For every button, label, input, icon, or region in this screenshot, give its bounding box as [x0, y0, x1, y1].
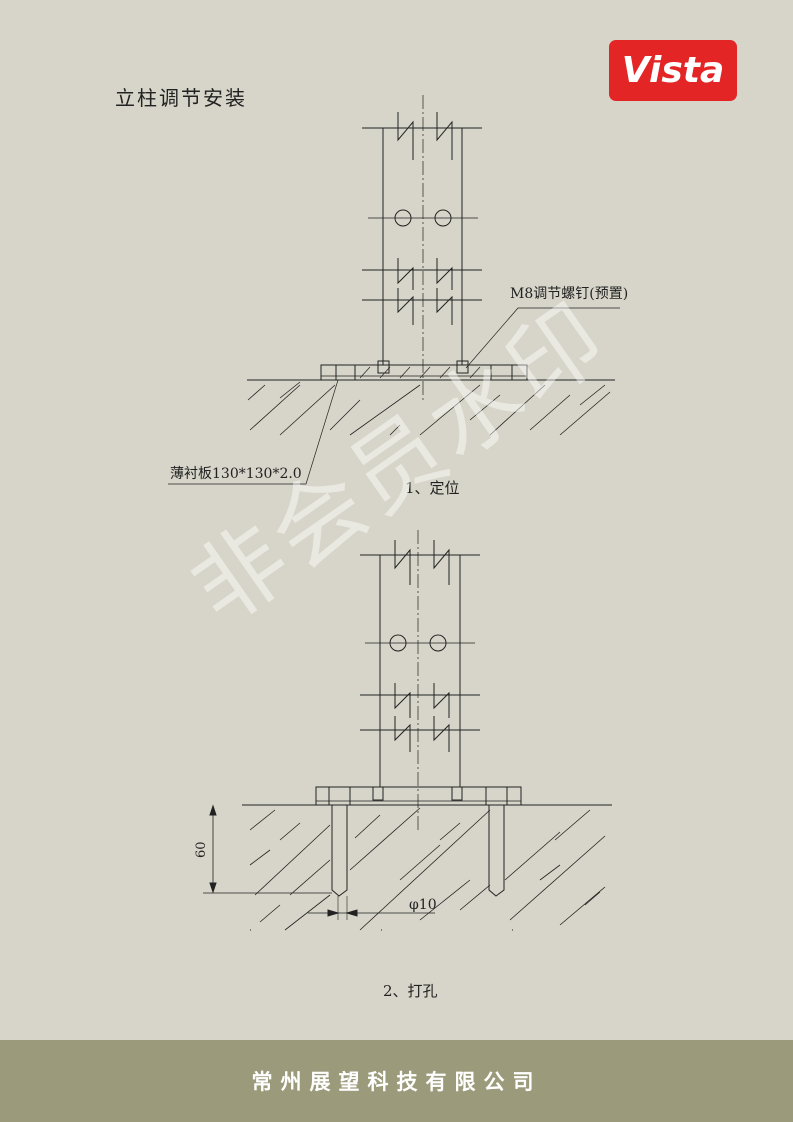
page-title: 立柱调节安装 [115, 86, 247, 110]
company-name: 常州展望科技有限公司 [251, 1070, 542, 1094]
caption-step-1: 1、定位 [405, 479, 460, 497]
vista-logo: Vista [609, 40, 737, 101]
drawing-step-1: M8调节螺钉(预置) 薄衬板130*130*2.0 1、定位 [168, 95, 628, 497]
dimension-depth: 60 [194, 841, 209, 858]
footer: 常州展望科技有限公司 [0, 1040, 793, 1122]
caption-step-2: 2、打孔 [383, 982, 438, 1000]
drawing-step-2: 60 φ10 2、打孔 [194, 530, 612, 1000]
dimension-diameter: φ10 [409, 897, 437, 913]
label-bolt: M8调节螺钉(预置) [510, 286, 628, 302]
label-plate: 薄衬板130*130*2.0 [170, 466, 302, 482]
